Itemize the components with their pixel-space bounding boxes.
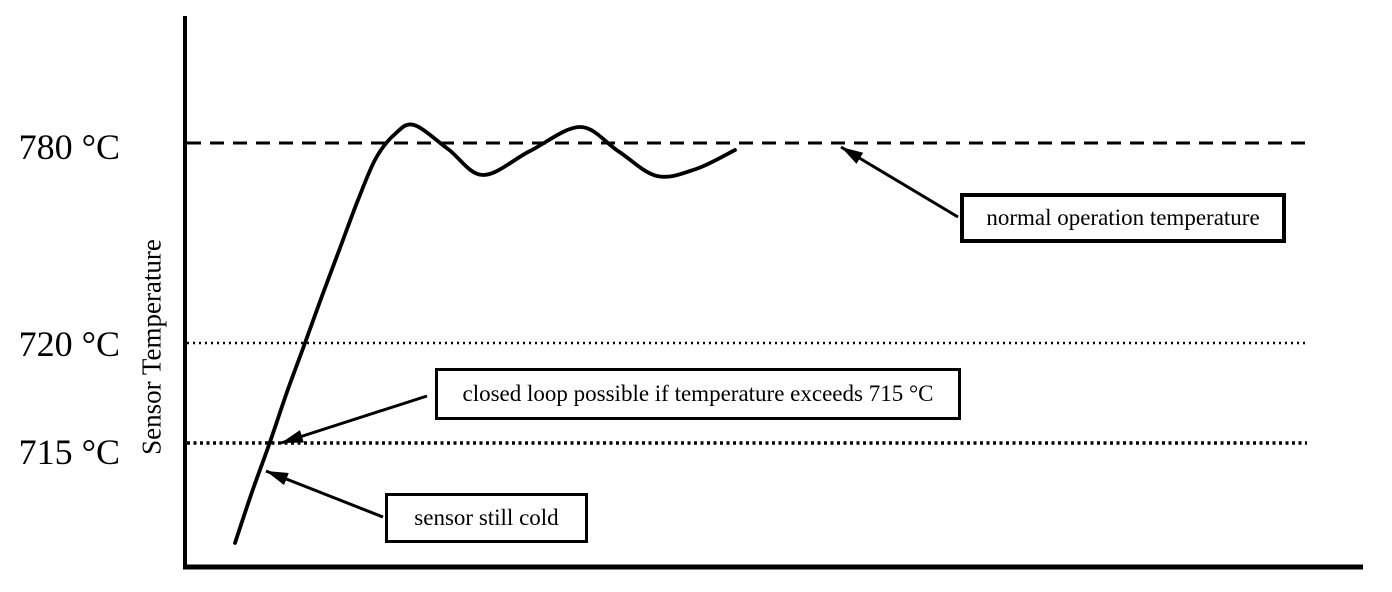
- callout-closed-loop-label: closed loop possible if temperature exce…: [462, 381, 934, 406]
- callout-sensor-cold-label: sensor still cold: [414, 505, 559, 530]
- temperature-curve: [233, 122, 737, 545]
- arrow-closed-loop: [280, 394, 428, 445]
- arrow-normal-operation: [840, 145, 959, 219]
- y-axis-title: Sensor Temperature: [136, 239, 167, 455]
- callout-closed-loop-possible: closed loop possible if temperature exce…: [435, 368, 961, 420]
- callout-sensor-still-cold: sensor still cold: [385, 493, 588, 543]
- tick-label-780c: 780 °C: [18, 127, 120, 167]
- tick-label-715c: 715 °C: [18, 432, 120, 472]
- arrow-sensor-cold: [265, 469, 384, 519]
- callout-normal-operation-temperature: normal operation temperature: [960, 193, 1286, 243]
- callout-normal-operation-label: normal operation temperature: [986, 205, 1260, 230]
- tick-label-720c: 720 °C: [18, 324, 120, 364]
